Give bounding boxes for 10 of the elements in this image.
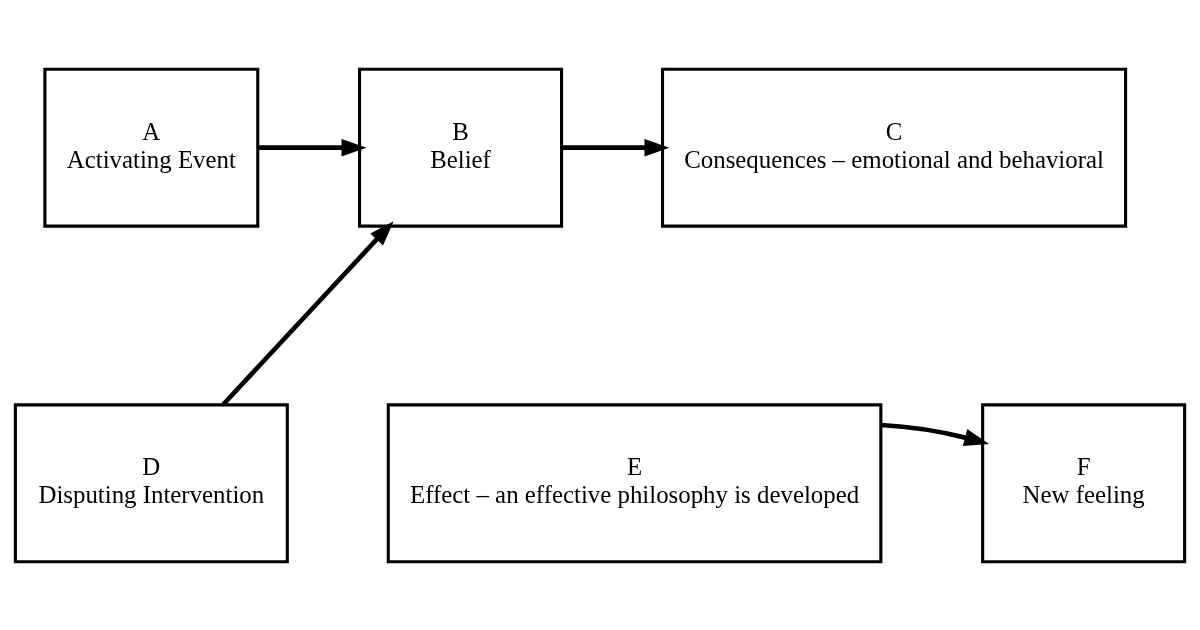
node-box: C Consequences – emotional and behavioral (661, 67, 1128, 228)
arrow (221, 220, 394, 406)
node-box: E Effect – an effective philosophy is developed (386, 402, 883, 563)
arrow (258, 138, 367, 156)
arrow (561, 138, 670, 156)
node-box: A Activating Event (43, 67, 260, 228)
node-box: D Disputing Intervention (13, 402, 289, 563)
node-box: F New feeling (981, 402, 1187, 563)
arrow (880, 422, 990, 446)
node-box: B Belief (358, 67, 564, 228)
